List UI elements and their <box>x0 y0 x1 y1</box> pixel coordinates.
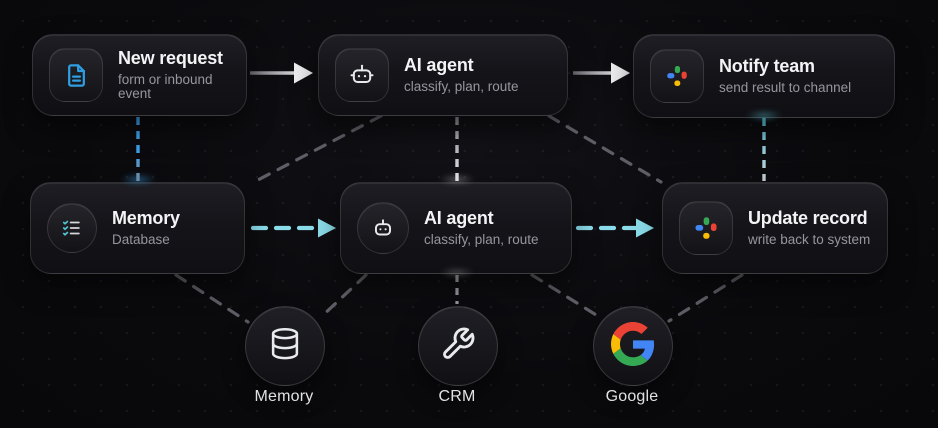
robot-icon <box>335 48 389 102</box>
node-notify-team[interactable]: Notify team send result to channel <box>633 34 895 118</box>
integration-crm[interactable] <box>418 306 498 386</box>
integration-label: Google <box>605 388 659 405</box>
document-icon <box>49 48 103 102</box>
connector-newrequest-aiagent <box>250 62 313 84</box>
node-title: Memory <box>112 208 180 229</box>
connector-aiagent-updaterecord <box>575 218 654 238</box>
node-subtitle: Database <box>112 231 170 247</box>
connector-memory-aiagent <box>250 218 336 238</box>
database-icon <box>266 325 304 368</box>
integration-google[interactable] <box>593 306 673 386</box>
node-ai-agent-top[interactable]: AI agent classify, plan, route <box>318 34 568 116</box>
connector-aiagent-notifyteam <box>573 62 630 84</box>
node-new-request[interactable]: New request form or inbound event <box>32 34 247 116</box>
wrench-icon <box>440 326 476 367</box>
node-subtitle: classify, plan, route <box>404 78 519 94</box>
integration-label: CRM <box>438 388 476 405</box>
chat-pinwheel-icon <box>650 49 704 103</box>
node-ai-agent-middle[interactable]: AI agent classify, plan, route <box>340 182 572 274</box>
node-subtitle: send result to channel <box>719 79 852 95</box>
node-title: Update record <box>748 208 868 229</box>
chat-pinwheel-icon <box>679 201 733 255</box>
node-subtitle: form or inbound event <box>118 71 213 102</box>
integration-label: Memory <box>254 388 314 405</box>
connector-aiagent-google <box>530 273 603 320</box>
list-checks-icon <box>47 203 97 253</box>
connector-memorycard-memorydb <box>174 273 250 324</box>
node-title: AI agent <box>404 55 474 76</box>
connector-aiagent-memory-diag <box>252 114 383 184</box>
integration-memory-db[interactable] <box>245 306 325 386</box>
node-title: AI agent <box>424 208 494 229</box>
node-title: New request <box>118 47 223 68</box>
node-memory[interactable]: Memory Database <box>30 182 245 274</box>
connector-aiagent-updaterecord-diag <box>547 114 663 184</box>
google-g-icon <box>611 321 655 371</box>
node-title: Notify team <box>719 56 815 77</box>
connector-updaterecord-google <box>667 273 744 323</box>
connector-aiagent-memorydb <box>319 273 368 319</box>
node-update-record[interactable]: Update record write back to system <box>662 182 888 274</box>
node-subtitle: write back to system <box>748 231 871 247</box>
robot-icon <box>357 202 409 254</box>
node-subtitle: classify, plan, route <box>424 231 539 247</box>
